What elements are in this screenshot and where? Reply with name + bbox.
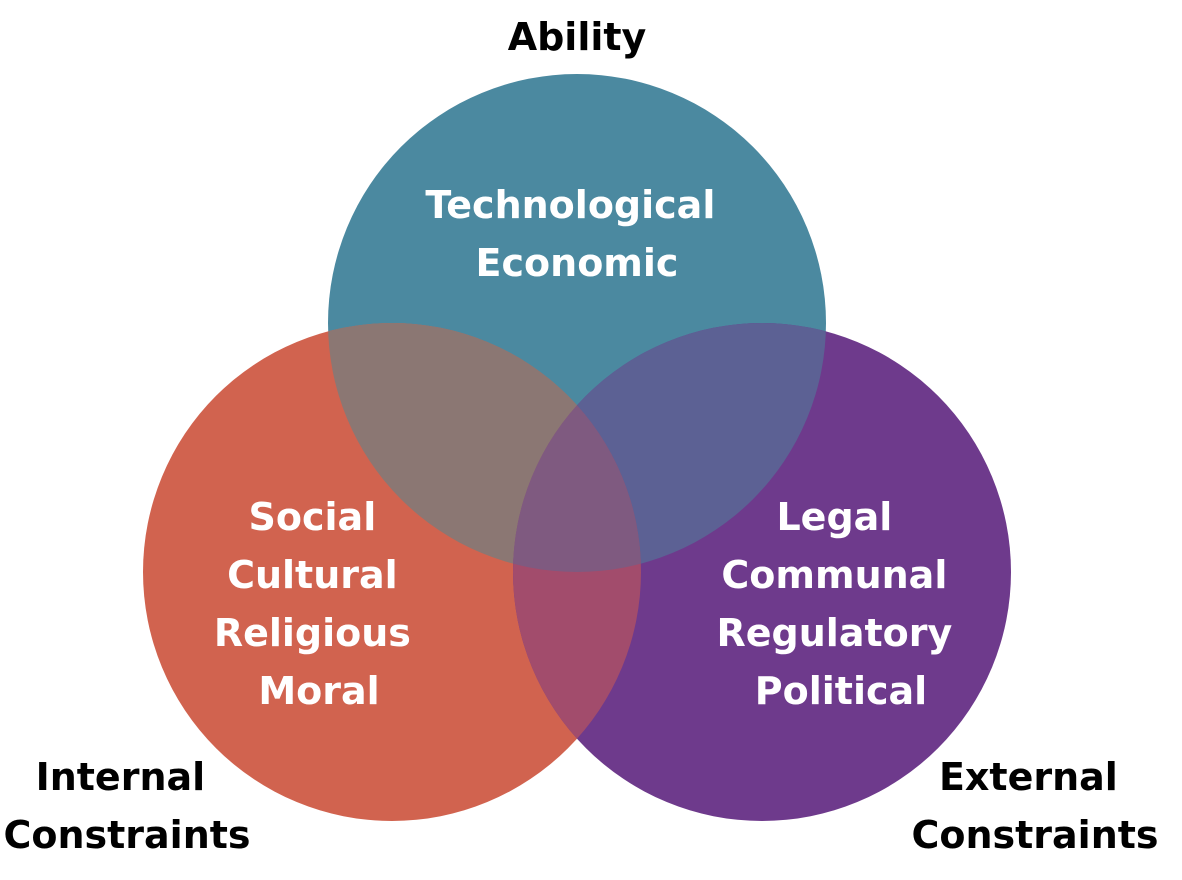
internal-title-line-1: Internal [36, 755, 206, 799]
ability-title: Ability [508, 15, 647, 59]
internal-item: Moral [258, 669, 379, 713]
ability-external-overlap [513, 323, 826, 572]
external-item: Legal [776, 495, 892, 539]
internal-item: Cultural [227, 553, 398, 597]
ability-items: Technological Economic [425, 183, 728, 285]
internal-constraints-items: Social Cultural Religious Moral [214, 495, 424, 713]
ability-item: Economic [476, 241, 679, 285]
external-title-line-1: External [939, 755, 1118, 799]
ability-item: Technological [425, 183, 715, 227]
internal-constraints-title: Internal Constraints [3, 755, 250, 857]
external-constraints-title: External Constraints [911, 755, 1158, 857]
external-constraints-items: Legal Communal Regulatory Political [717, 495, 966, 713]
external-title-line-2: Constraints [911, 813, 1158, 857]
external-item: Political [755, 669, 927, 713]
internal-item: Social [249, 495, 377, 539]
external-item: Communal [721, 553, 947, 597]
external-item: Regulatory [717, 611, 953, 655]
internal-title-line-2: Constraints [3, 813, 250, 857]
ability-internal-overlap [328, 323, 641, 572]
internal-item: Religious [214, 611, 411, 655]
ability-title-line: Ability [508, 15, 647, 59]
